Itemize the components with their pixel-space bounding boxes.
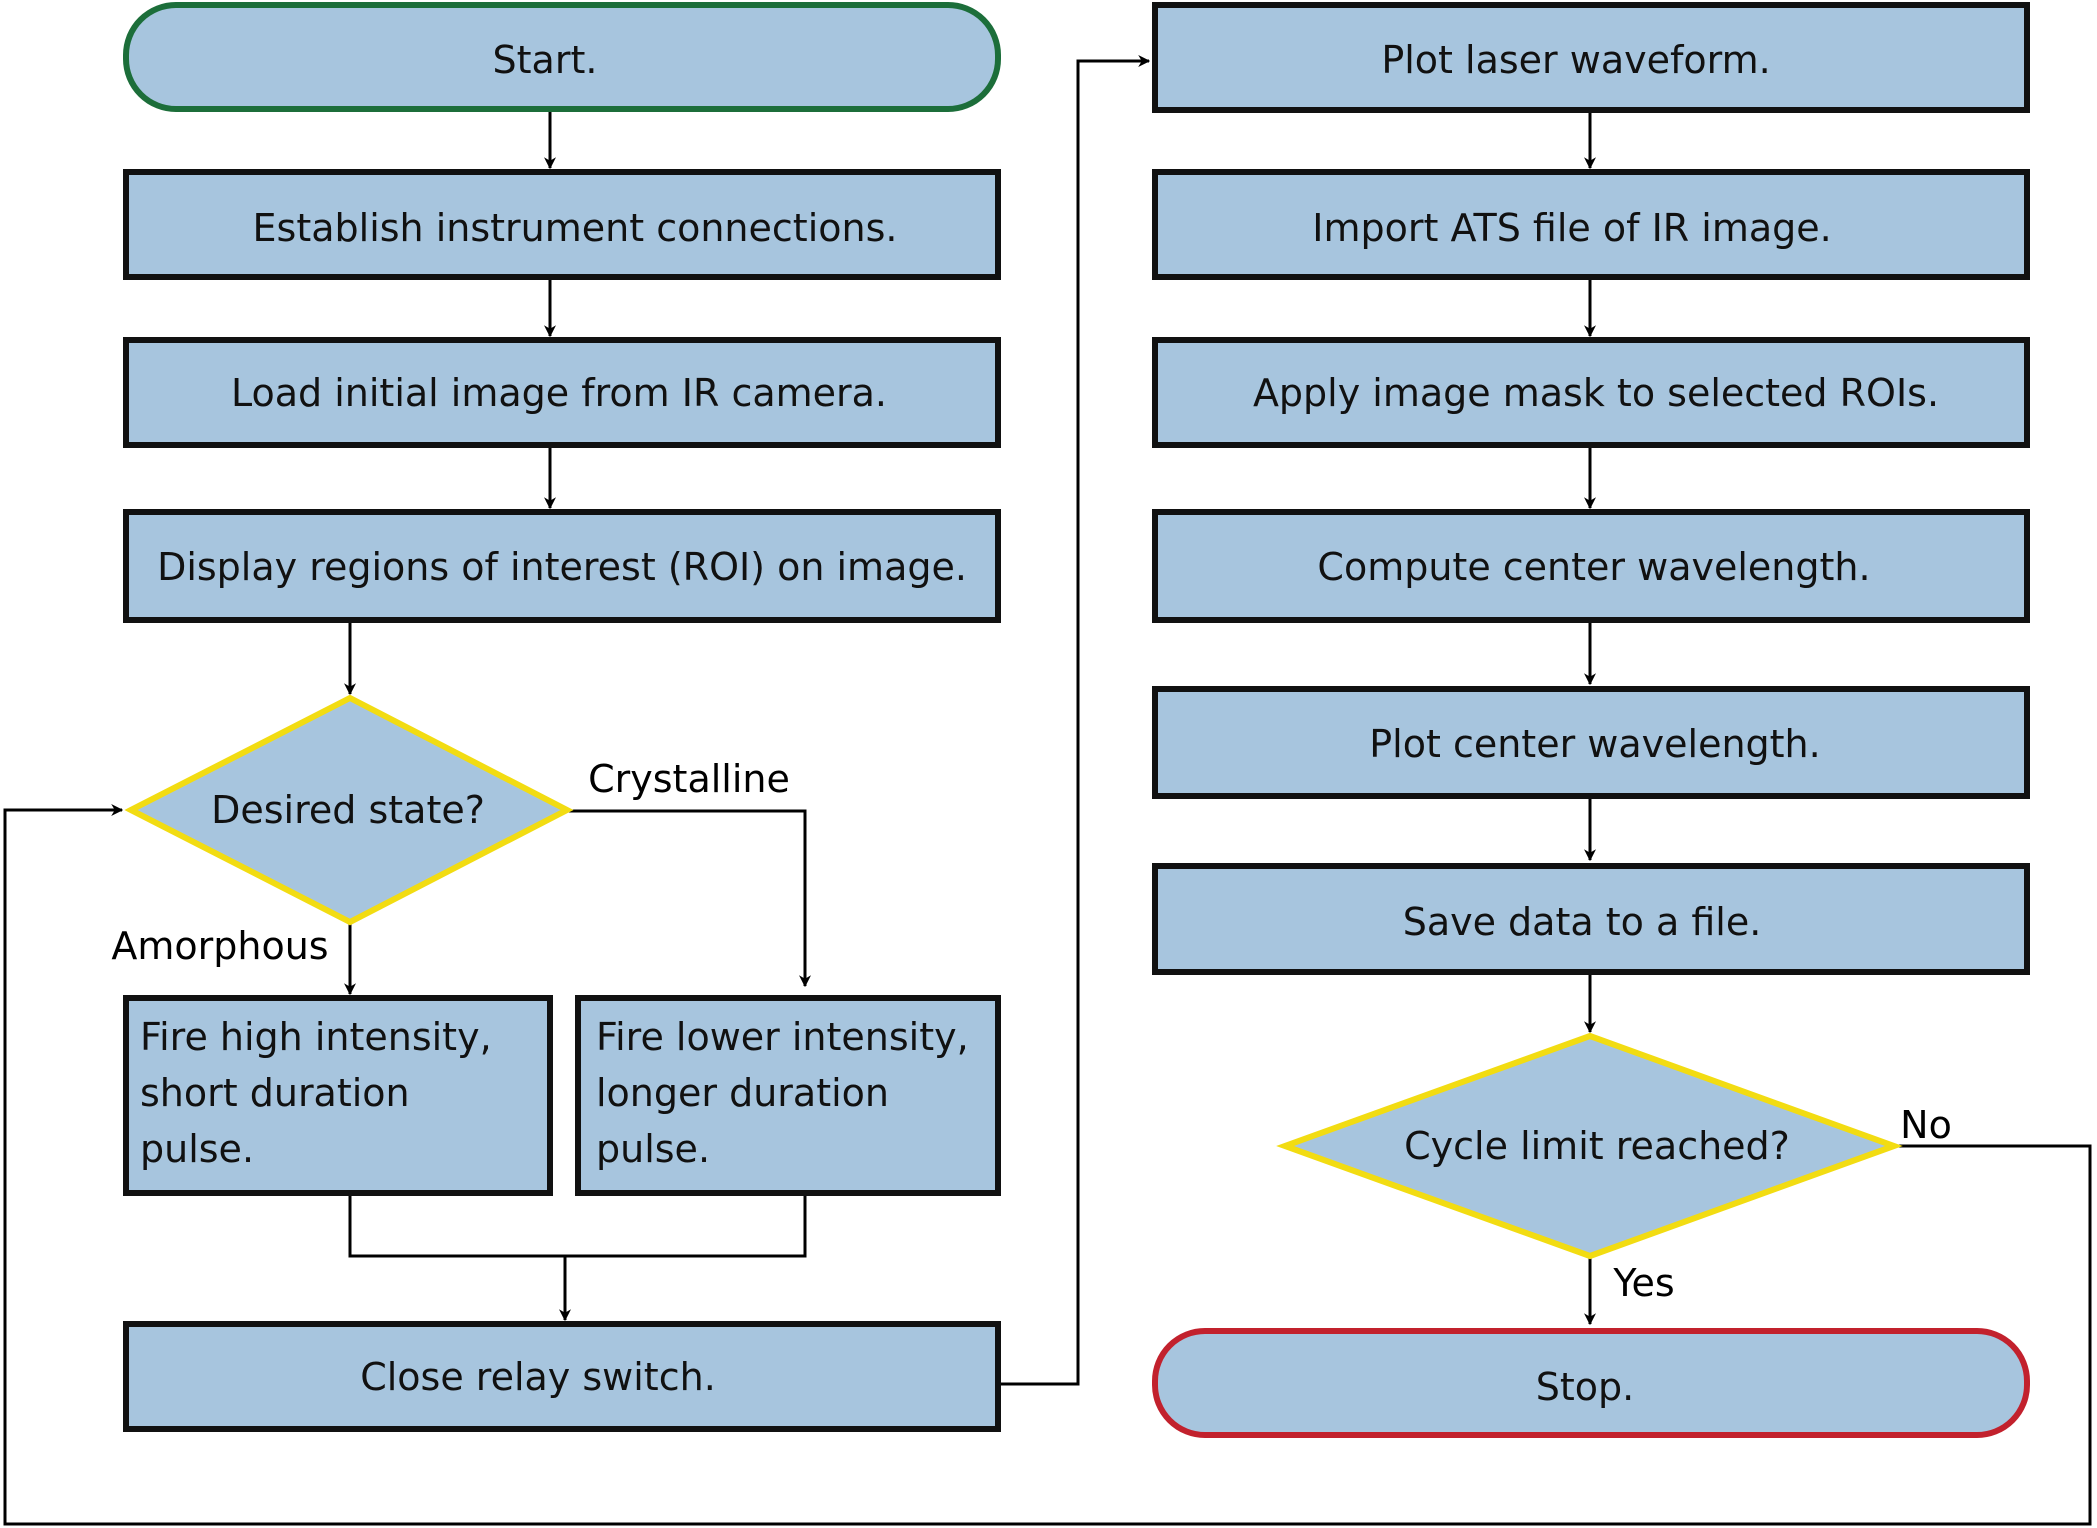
start-terminal: Start. [123, 2, 1001, 112]
step-apply-mask: Apply image mask to selected ROIs. [1152, 337, 2030, 448]
load-label: Load initial image from IR camera. [231, 371, 887, 415]
arrow-close-to-plot-laser [998, 55, 1151, 1386]
no-label: No [1900, 1103, 1952, 1147]
crystalline-label: Crystalline [588, 757, 790, 801]
step-close-relay: Close relay switch. [123, 1321, 1001, 1432]
step-import-ats: Import ATS file of IR image. [1152, 169, 2030, 280]
cycle-label: Cycle limit reached? [1404, 1124, 1790, 1168]
fire-low-line-3: pulse. [596, 1127, 710, 1171]
yes-label: Yes [1612, 1261, 1674, 1305]
decision-desired-state: Desired state? [124, 694, 574, 926]
step-display-roi: Display regions of interest (ROI) on ima… [123, 509, 1001, 623]
fire-low-line-1: Fire lower intensity, [596, 1015, 969, 1059]
save-label: Save data to a file. [1403, 900, 1762, 944]
stop-label: Stop. [1536, 1365, 1634, 1409]
stop-terminal: Stop. [1152, 1328, 2030, 1438]
fire-high-line-3: pulse. [140, 1127, 254, 1171]
decision-cycle-limit: Cycle limit reached? [1276, 1032, 1903, 1260]
apply-mask-label: Apply image mask to selected ROIs. [1253, 371, 1939, 415]
step-save-data: Save data to a file. [1152, 863, 2030, 975]
desired-label: Desired state? [211, 788, 485, 832]
plot-center-label: Plot center wavelength. [1369, 722, 1820, 766]
display-label: Display regions of interest (ROI) on ima… [157, 545, 967, 589]
step-plot-center-wavelength: Plot center wavelength. [1152, 686, 2030, 799]
plot-laser-label: Plot laser waveform. [1381, 38, 1770, 82]
fire-low-line-2: longer duration [596, 1071, 889, 1115]
step-load-image: Load initial image from IR camera. [123, 337, 1001, 448]
establish-label: Establish instrument connections. [253, 206, 898, 250]
arrow-no-loop-back [3, 804, 2092, 1526]
start-label: Start. [493, 38, 598, 82]
step-fire-high-intensity: Fire high intensity, short duration puls… [123, 995, 553, 1196]
arrow-crystalline-branch [567, 809, 811, 988]
fire-high-line-2: short duration [140, 1071, 410, 1115]
compute-label: Compute center wavelength. [1317, 545, 1870, 589]
amorphous-label: Amorphous [111, 924, 328, 968]
step-plot-laser-waveform: Plot laser waveform. [1152, 2, 2030, 113]
fire-high-line-1: Fire high intensity, [140, 1015, 492, 1059]
step-establish-connections: Establish instrument connections. [123, 169, 1001, 280]
close-label: Close relay switch. [360, 1355, 716, 1399]
step-fire-lower-intensity: Fire lower intensity, longer duration pu… [575, 995, 1001, 1196]
step-compute-wavelength: Compute center wavelength. [1152, 509, 2030, 623]
connectors [3, 55, 2092, 1526]
import-label: Import ATS file of IR image. [1312, 206, 1831, 250]
merge-line [348, 1194, 807, 1258]
